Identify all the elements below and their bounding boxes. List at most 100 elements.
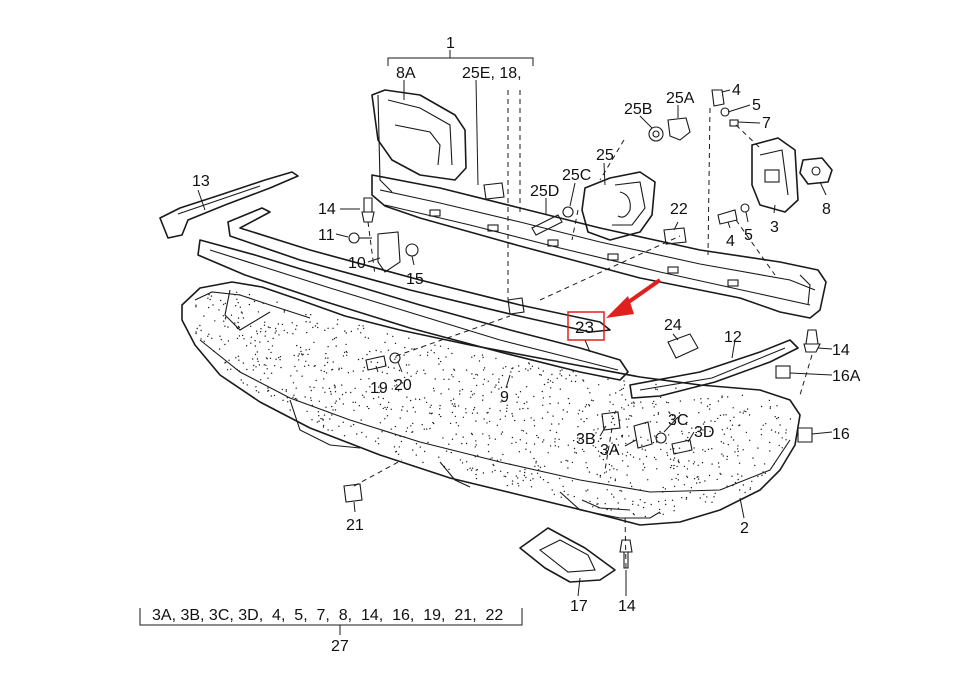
speck (338, 367, 340, 369)
speck (431, 412, 433, 414)
speck (703, 421, 706, 423)
speck (264, 321, 266, 323)
speck (639, 499, 641, 501)
speck (542, 479, 545, 481)
speck (423, 369, 425, 371)
speck (209, 298, 211, 301)
speck (265, 364, 267, 366)
speck (597, 450, 600, 452)
speck (589, 500, 591, 503)
speck (529, 451, 532, 453)
speck (630, 415, 633, 417)
speck (737, 473, 739, 475)
speck (789, 418, 792, 420)
speck (529, 368, 532, 370)
speck (653, 406, 655, 408)
speck (252, 358, 254, 360)
speck (500, 401, 502, 403)
speck (517, 396, 520, 398)
speck (434, 378, 436, 380)
speck (454, 405, 457, 408)
speck (366, 405, 368, 408)
speck (737, 445, 739, 447)
speck (774, 416, 776, 418)
speck (376, 361, 379, 364)
speck (610, 509, 612, 511)
speck (498, 388, 500, 390)
speck (412, 422, 414, 425)
speck (741, 394, 744, 396)
speck (512, 415, 514, 417)
speck (253, 364, 255, 367)
speck (518, 451, 520, 453)
speck (774, 431, 777, 433)
speck (196, 327, 198, 330)
speck (547, 411, 549, 413)
speck (664, 488, 667, 490)
speck (565, 378, 567, 380)
speck (335, 400, 337, 402)
speck (653, 400, 655, 403)
speck (280, 366, 282, 369)
speck (342, 421, 344, 423)
speck (416, 370, 418, 372)
label-15: 15 (406, 271, 424, 288)
speck (237, 302, 239, 304)
moulding-12 (629, 339, 799, 399)
speck (301, 375, 303, 377)
speck (571, 461, 574, 464)
speck (327, 346, 329, 348)
speck (489, 407, 491, 410)
speck (225, 316, 227, 318)
speck (617, 507, 620, 510)
speck (549, 403, 551, 405)
speck (395, 356, 397, 358)
speck (278, 357, 280, 359)
speck (345, 350, 347, 353)
speck (461, 462, 464, 464)
speck (382, 407, 384, 410)
speck (476, 374, 479, 376)
speck (339, 398, 341, 400)
speck (519, 391, 522, 393)
speck (259, 341, 261, 343)
speck (377, 437, 379, 439)
speck (237, 355, 240, 357)
mount-25 (581, 171, 656, 241)
speck (498, 378, 500, 380)
speck (530, 486, 533, 488)
speck (267, 387, 269, 389)
speck (256, 351, 258, 353)
speck (760, 434, 763, 436)
speck (334, 385, 336, 387)
speck (482, 383, 484, 385)
speck (415, 443, 418, 445)
speck (267, 340, 269, 343)
speck (785, 432, 787, 434)
speck (393, 367, 395, 369)
speck (604, 503, 606, 505)
speck (357, 328, 359, 330)
speck (250, 325, 252, 327)
speck (552, 415, 554, 417)
speck (695, 431, 697, 434)
speck (612, 417, 615, 419)
speck (236, 291, 238, 293)
speck (623, 408, 625, 410)
speck (704, 501, 707, 503)
speck (256, 333, 258, 335)
label-25: 25 (596, 147, 614, 164)
speck (264, 330, 267, 333)
speck (637, 504, 639, 506)
speck (372, 397, 375, 400)
speck (498, 381, 500, 383)
speck (779, 424, 781, 426)
speck (241, 312, 243, 314)
speck (310, 314, 312, 316)
speck (562, 485, 564, 488)
speck (597, 440, 600, 442)
speck (525, 442, 528, 444)
speck (598, 384, 600, 386)
speck (666, 454, 669, 456)
speck (230, 368, 232, 370)
